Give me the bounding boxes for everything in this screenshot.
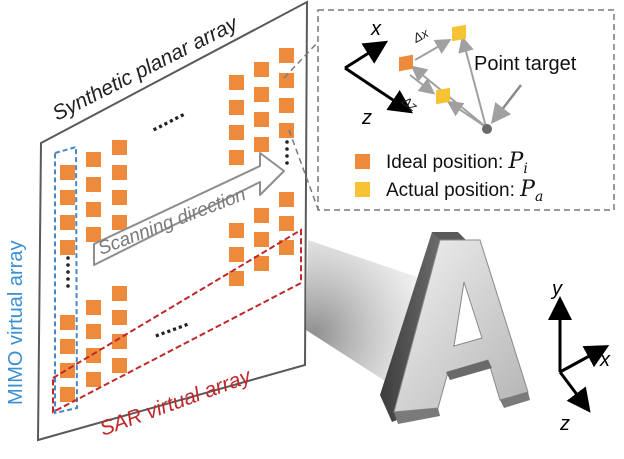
inset-ideal-element — [399, 54, 413, 72]
inset-axes — [344, 40, 413, 114]
axis-y-label: y — [550, 278, 563, 300]
array-element — [112, 358, 127, 373]
legend-actual-text: Actual position: — [386, 180, 520, 201]
axis-x-label: x — [599, 349, 611, 371]
legend-ideal-label: Ideal position: Pi — [386, 149, 528, 177]
array-element — [60, 387, 75, 402]
array-element — [112, 286, 127, 301]
point-target-pointer — [490, 84, 522, 124]
sar-virtual-array-box — [52, 228, 302, 414]
array-element — [254, 208, 269, 223]
left-column-ellipsis — [66, 256, 70, 288]
letter-a-target — [380, 232, 530, 424]
point-target-dot — [482, 124, 492, 134]
array-elements — [60, 48, 294, 402]
legend-actual-symbol: P — [519, 177, 536, 202]
array-element — [60, 215, 75, 230]
axis-z-label: z — [559, 413, 570, 435]
array-element — [60, 240, 75, 255]
array-element — [254, 87, 269, 102]
array-element — [279, 73, 294, 88]
inset-actual-element-z — [436, 87, 450, 105]
delta-x-label: Δx — [409, 25, 431, 46]
array-element — [86, 202, 101, 217]
array-element — [229, 100, 244, 115]
array-element — [254, 137, 269, 152]
array-element — [112, 215, 127, 230]
array-element — [254, 232, 269, 247]
array-element — [229, 271, 244, 286]
array-element — [279, 48, 294, 63]
coordinate-axes — [548, 296, 610, 413]
array-element — [112, 165, 127, 180]
inset-axis-z-label: z — [361, 107, 372, 129]
array-element — [86, 348, 101, 363]
array-element — [86, 152, 101, 167]
legend-ideal-subscript: i — [523, 161, 527, 177]
legend-actual-subscript: a — [535, 189, 543, 205]
array-element — [112, 140, 127, 155]
legend-actual-label: Actual position: Pa — [386, 177, 543, 205]
mimo-virtual-array-label: MIMO virtual array — [5, 241, 27, 405]
legend-ideal-swatch — [355, 154, 370, 169]
array-element — [86, 177, 101, 192]
array-element — [112, 334, 127, 349]
array-element — [279, 240, 294, 255]
array-element — [279, 192, 294, 207]
array-element — [254, 112, 269, 127]
array-element — [60, 315, 75, 330]
inset-axis-x-label: x — [370, 18, 382, 40]
array-element — [86, 300, 101, 315]
array-element — [229, 223, 244, 238]
array-element — [279, 216, 294, 231]
array-element — [60, 190, 75, 205]
array-element — [279, 123, 294, 138]
array-element — [86, 227, 101, 242]
inset-actual-element-x — [452, 24, 466, 42]
array-element — [229, 125, 244, 140]
legend-ideal-text: Ideal position: — [386, 152, 509, 173]
array-element — [86, 324, 101, 339]
mimo-virtual-array-box — [54, 145, 79, 415]
array-element — [229, 75, 244, 90]
array-element — [112, 310, 127, 325]
scanning-direction-arrow — [93, 152, 285, 266]
point-target-label: Point target — [474, 53, 577, 75]
array-element — [254, 256, 269, 271]
right-column-ellipsis — [285, 140, 289, 165]
zoom-connector-lines — [283, 41, 319, 210]
array-element — [112, 190, 127, 205]
legend-ideal-symbol: P — [508, 149, 525, 174]
array-element — [60, 339, 75, 354]
array-element — [279, 98, 294, 113]
array-element — [60, 165, 75, 180]
array-element — [229, 150, 244, 165]
legend-actual-swatch — [355, 182, 370, 197]
array-element — [254, 62, 269, 77]
array-element — [229, 247, 244, 262]
array-element — [86, 372, 101, 387]
